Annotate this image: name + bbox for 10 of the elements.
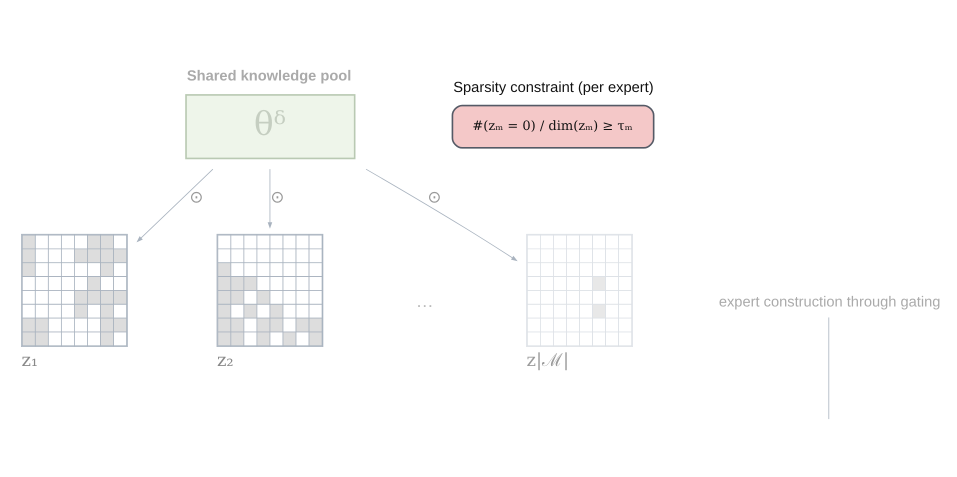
- edge-label: ⊙: [190, 188, 203, 206]
- node-label: z₂: [216, 349, 234, 370]
- node-label: Shared knowledge pool: [186, 68, 352, 84]
- edge-label: ⊙: [428, 188, 441, 206]
- node-text: expert construction through gating: [718, 294, 940, 310]
- edge-label: ⊙: [270, 188, 284, 206]
- node-label: Sparsity constraint (per expert): [453, 79, 654, 96]
- label: …: [416, 290, 434, 311]
- node-label: z|ℳ|: [526, 349, 570, 370]
- node-label: z₁: [21, 349, 38, 370]
